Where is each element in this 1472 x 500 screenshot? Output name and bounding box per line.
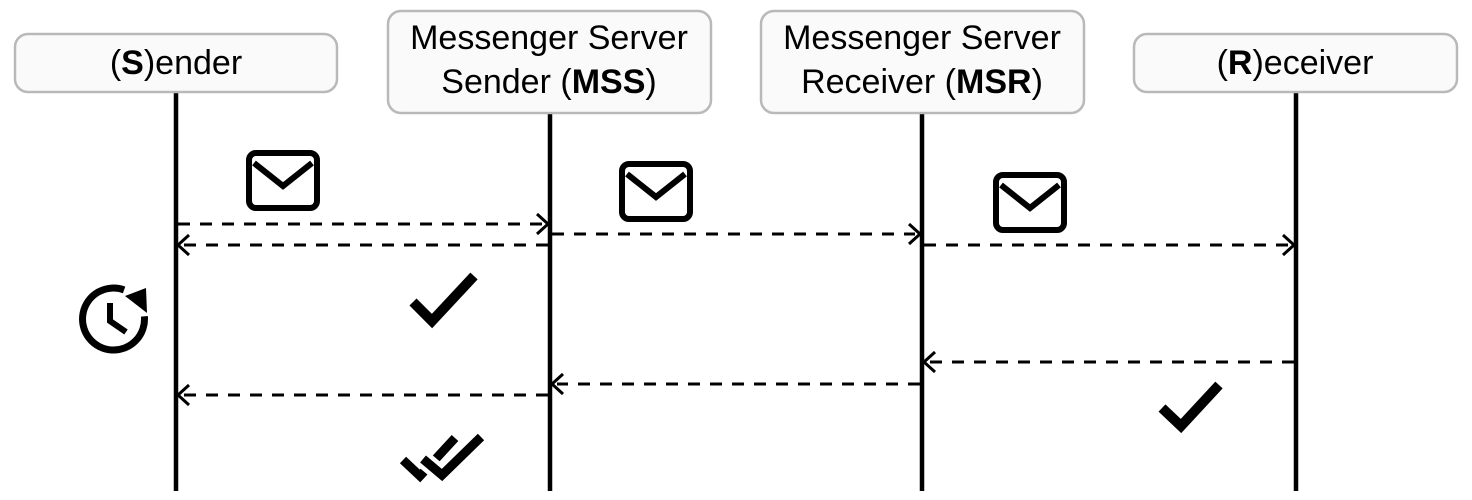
svg-text:Sender (MSS): Sender (MSS) <box>441 63 656 101</box>
svg-text:Messenger Server: Messenger Server <box>783 19 1061 57</box>
svg-text:Messenger Server: Messenger Server <box>410 19 688 57</box>
svg-text:Receiver (MSR): Receiver (MSR) <box>801 63 1043 101</box>
svg-text:(R)eceiver: (R)eceiver <box>1217 44 1374 82</box>
svg-text:(S)ender: (S)ender <box>110 44 242 82</box>
